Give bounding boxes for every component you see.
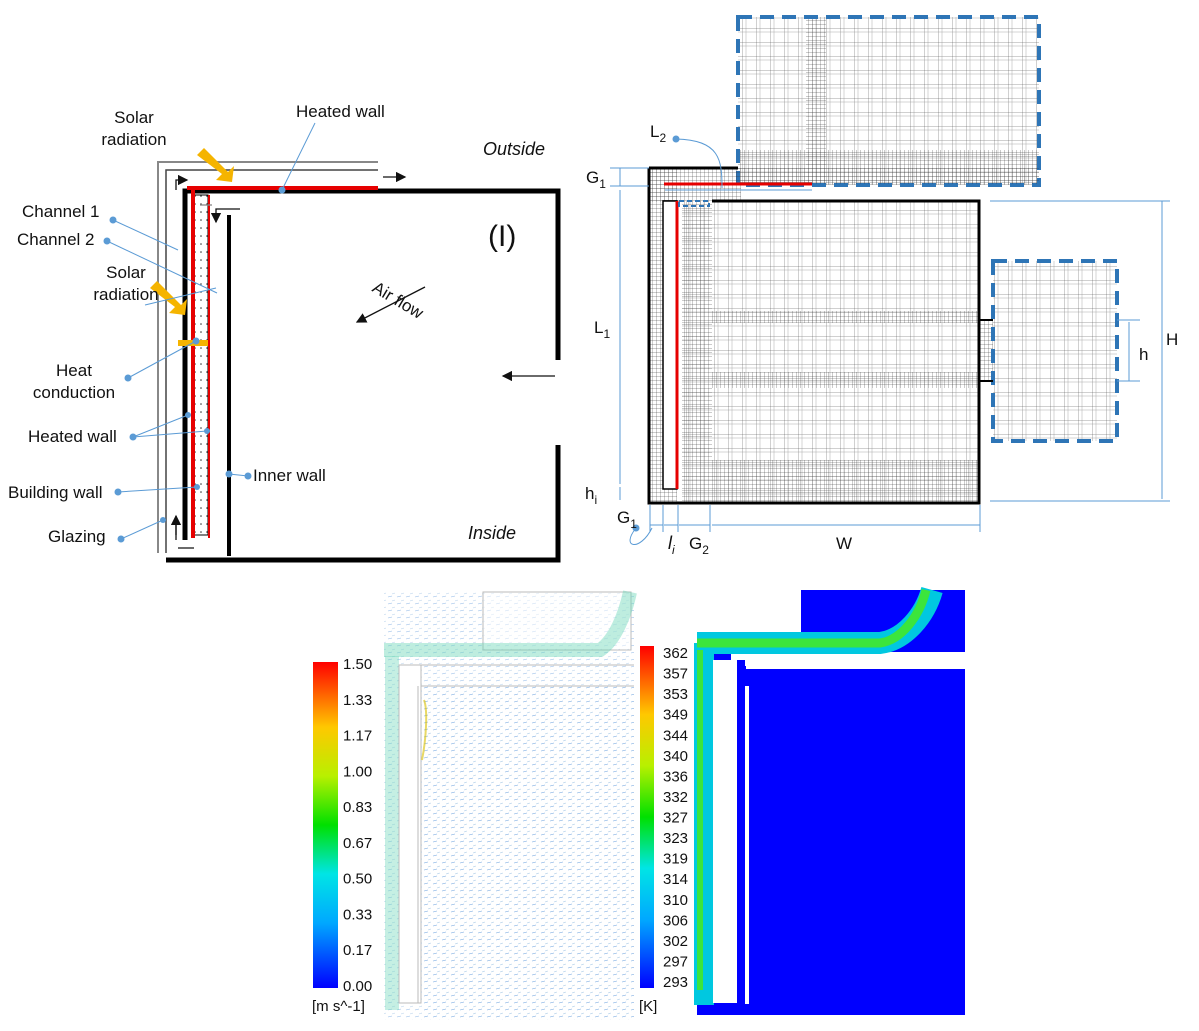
channel-1-outline (165, 169, 378, 553)
velocity-tick-label: 0.83 (343, 799, 372, 816)
temperature-tick-label: 336 (663, 768, 688, 785)
label-heated-wall: Heated wall (28, 427, 117, 446)
temperature-tick-label: 340 (663, 748, 688, 765)
glazing-outline (157, 161, 378, 553)
label-channel-2: Channel 2 (17, 230, 95, 249)
temperature-tick-label: 357 (663, 666, 688, 683)
temperature-colorbar (640, 646, 654, 988)
building-top-wall (182, 188, 561, 540)
dim-hi: hi (585, 484, 597, 507)
mesh-room (682, 201, 979, 503)
temperature-tick-label: 310 (663, 892, 688, 909)
label-channel-1: Channel 1 (22, 202, 100, 221)
temperature-tick-label: 344 (663, 727, 688, 744)
dim-H: H (1166, 330, 1178, 349)
velocity-tick-label: 1.00 (343, 763, 372, 780)
velocity-tick-label: 0.33 (343, 906, 372, 923)
dim-L1: L1 (594, 318, 610, 341)
temperature-tick-label: 314 (663, 871, 688, 888)
temperature-tick-label: 332 (663, 789, 688, 806)
temperature-panel: 362 357 353 349 344 340 336 332 327 323 319 314 310 3… (639, 586, 965, 1015)
temperature-tick-label: 353 (663, 686, 688, 703)
velocity-colorbar (313, 662, 338, 988)
temperature-tick-label: 349 (663, 707, 688, 724)
temperature-tick-label: 323 (663, 830, 688, 847)
velocity-panel: 1.50 1.33 1.17 1.00 0.83 0.67 0.50 0.33 0.17 0.00… (312, 590, 637, 1020)
velocity-tick-label: 1.17 (343, 728, 372, 745)
dim-L2: L2 (650, 122, 666, 145)
building-bottom-wall (166, 445, 561, 563)
domain-boundary-right (991, 259, 1119, 443)
velocity-unit: [m s^-1] (312, 998, 365, 1015)
dim-h: h (1139, 345, 1148, 364)
temperature-unit: [K] (639, 998, 657, 1015)
velocity-tick-label: 0.50 (343, 871, 372, 888)
dim-G2: G2 (689, 534, 709, 557)
label-outside: Outside (483, 139, 545, 159)
label-heated-wall-top: Heated wall (296, 102, 385, 121)
label-building-wall: Building wall (8, 483, 103, 502)
solar-radiation-arrow-top (197, 148, 234, 182)
dim-G1-bottom: G1 (617, 508, 637, 531)
building-wall-block-mesh (662, 200, 678, 490)
building-wall-block (193, 194, 209, 536)
velocity-tick-label: 0.17 (343, 942, 372, 959)
temperature-tick-label: 319 (663, 851, 688, 868)
mesh-outside-right (993, 261, 1117, 441)
temperature-tick-label: 297 (663, 953, 688, 970)
panel-label-i: (I) (488, 220, 516, 253)
temperature-tick-label: 306 (663, 912, 688, 929)
temperature-tick-label: 293 (663, 974, 688, 991)
label-air-flow: Air flow (369, 278, 427, 323)
velocity-tick-label: 1.50 (343, 656, 372, 673)
air-flow-arrow (355, 286, 426, 323)
temperature-tick-label: 327 (663, 810, 688, 827)
temperature-building-wall (713, 660, 737, 1003)
solar-radiation-arrow-side (150, 281, 187, 315)
label-glazing: Glazing (48, 527, 106, 546)
domain-boundary-top (736, 15, 1041, 187)
temperature-tick-label: 362 (663, 645, 688, 662)
dim-G1-top: G1 (586, 168, 606, 191)
velocity-tick-label: 1.33 (343, 692, 372, 709)
temperature-tick-label: 302 (663, 933, 688, 950)
velocity-tick-label: 0.00 (343, 978, 372, 995)
label-inner-wall: Inner wall (253, 466, 326, 485)
dim-W: W (836, 534, 852, 553)
label-inside: Inside (468, 523, 516, 543)
mesh-panel: L2 G1 L1 h H hi G1 li G2 W (585, 15, 1178, 557)
temperature-inner-wall (745, 686, 749, 1004)
velocity-tick-label: 0.67 (343, 835, 372, 852)
dim-li: li (668, 533, 675, 557)
